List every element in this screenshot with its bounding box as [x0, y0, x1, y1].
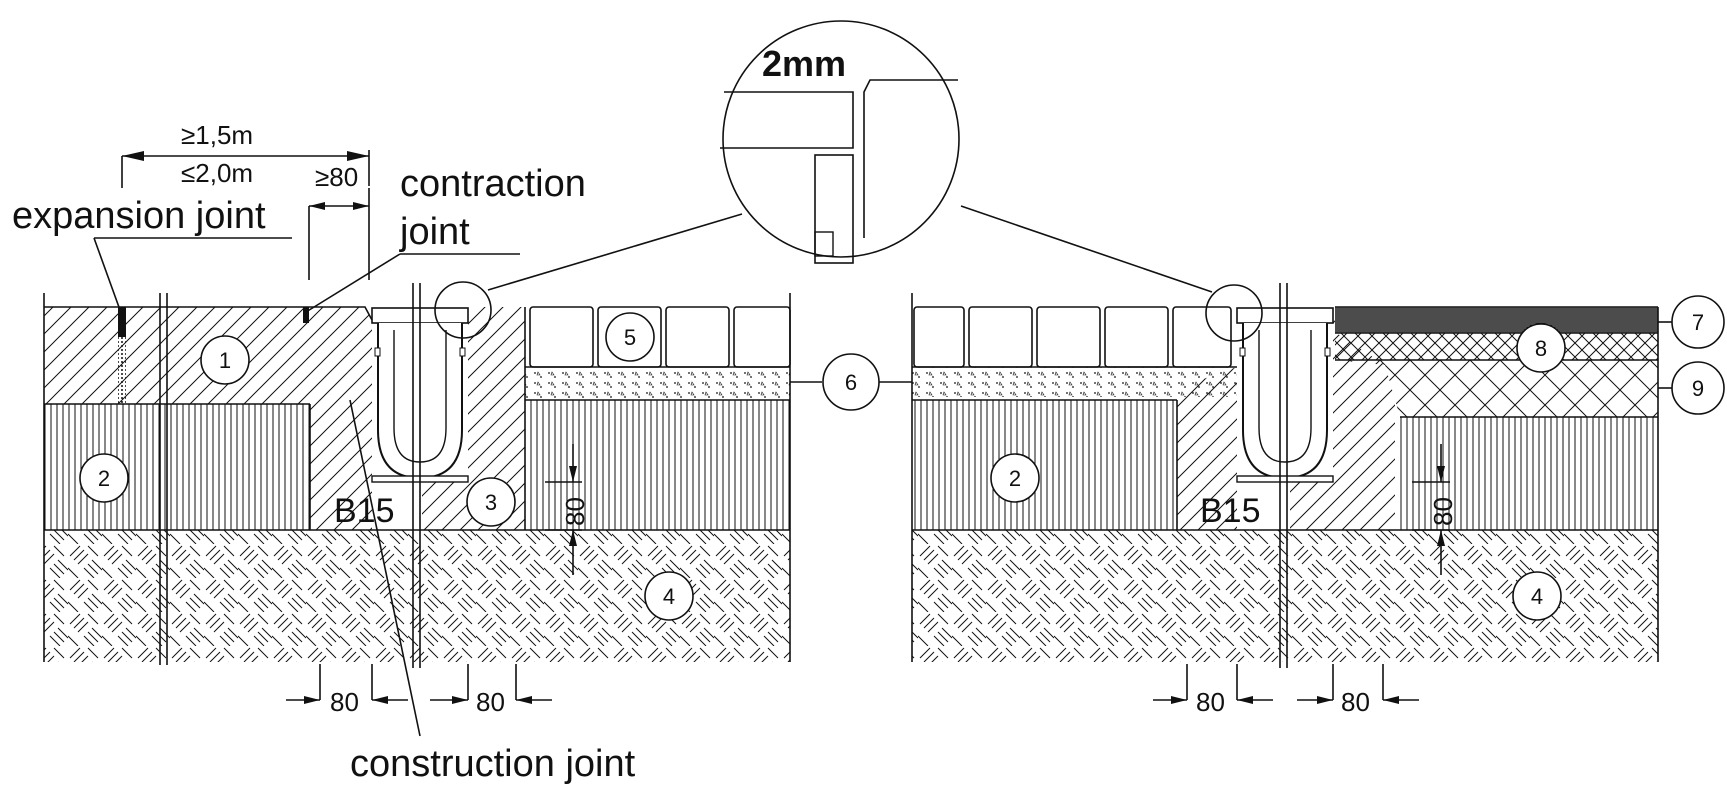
paving-stones: [529, 306, 791, 368]
balloon-5: 5: [624, 325, 636, 350]
concrete-class-left: B15: [334, 492, 395, 530]
base-left-dim: 80: [560, 497, 590, 526]
paving-stones-right: [913, 306, 1232, 368]
construction-joint-label: construction joint: [350, 743, 636, 785]
balloon-2-left: 2: [98, 466, 110, 491]
bed-right-b-dim: 80: [1341, 687, 1370, 717]
bed-right-a-dim: 80: [1196, 687, 1225, 717]
concrete-class-right: B15: [1200, 492, 1261, 530]
joint-spacing-max: ≤2,0m: [181, 158, 253, 188]
expansion-joint-filler: [118, 307, 126, 404]
contraction-offset-dim: ≥80: [315, 162, 358, 192]
contraction-joint-mark: [303, 307, 309, 323]
balloon-4-right: 4: [1531, 584, 1543, 609]
balloon-6: 6: [845, 370, 857, 395]
bed-left-a-dim: 80: [330, 687, 359, 717]
paving-base-left: [525, 400, 790, 530]
left-section: [43, 281, 791, 668]
concrete-bedding-right-a: [1177, 320, 1237, 530]
balloon-9: 9: [1692, 376, 1704, 401]
detail-gap-label: 2mm: [762, 43, 846, 84]
balloon-4-left: 4: [663, 584, 675, 609]
dimension-lines: ≥1,5m ≤2,0m ≥80 expansion joint contract…: [12, 120, 1458, 785]
balloon-3: 3: [485, 490, 497, 515]
paving-bedding-right: [912, 367, 1237, 397]
balloon-1: 1: [219, 348, 231, 373]
paving-bedding-left: [525, 370, 790, 400]
item-balloons: 1 2 3 4 5 6 2 4 7 8 9: [79, 295, 1725, 621]
base-right-dim: 80: [1428, 497, 1458, 526]
drain-channel-right: [1236, 307, 1334, 483]
balloon-8: 8: [1535, 336, 1547, 361]
binder-layer: [1335, 333, 1658, 360]
balloon-7: 7: [1692, 310, 1704, 335]
contraction-joint-label-2: joint: [399, 211, 470, 253]
bed-left-b-dim: 80: [476, 687, 505, 717]
balloon-2-right: 2: [1009, 466, 1021, 491]
contraction-joint-label-1: contraction: [400, 163, 586, 205]
gravel-base-layer: [1335, 360, 1658, 417]
concrete-bedding-3: [422, 307, 525, 530]
joint-spacing-min: ≥1,5m: [181, 120, 253, 150]
concrete-bedding-left: [310, 320, 372, 530]
paving-base-right: [912, 400, 1177, 530]
asphalt-surface: [1335, 307, 1658, 333]
expansion-joint-label: expansion joint: [12, 195, 266, 237]
detail-magnifier: 2mm: [487, 20, 1213, 293]
